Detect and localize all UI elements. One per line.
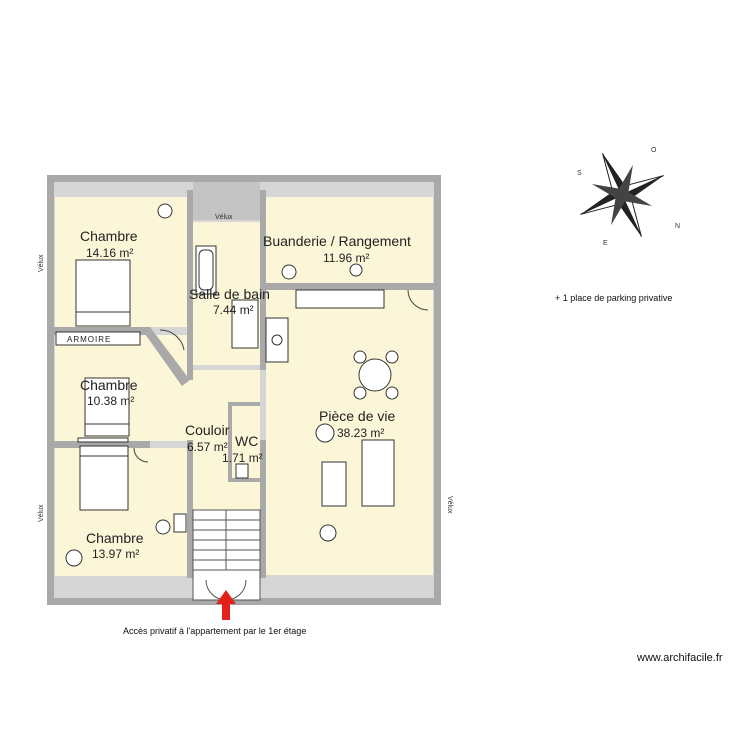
floor-vie: [266, 290, 433, 575]
staircase: [192, 509, 261, 601]
bottom-wall-left: [54, 578, 192, 598]
interior-walls: [54, 190, 434, 578]
room-name-buanderie: Buanderie / Rangement: [263, 233, 411, 249]
room-name-chambre2: Chambre: [80, 377, 138, 393]
bathtub-icon: [195, 245, 217, 295]
diagonal-wall: [140, 327, 190, 386]
bed-icon: [75, 259, 131, 443]
room-name-vie: Pièce de vie: [319, 408, 395, 424]
compass-w: E: [603, 240, 608, 247]
website-link[interactable]: www.archifacile.fr: [637, 652, 723, 664]
room-name-couloir: Couloir: [185, 422, 230, 438]
velux-label-right: Vélux: [446, 496, 453, 514]
room-area-chambre3: 13.97 m²: [92, 547, 139, 561]
room-name-chambre1: Chambre: [80, 228, 138, 244]
light-marker-icon: [65, 203, 363, 567]
compass-n: O: [651, 147, 657, 154]
room-name-sdb: Salle de bain: [189, 286, 270, 302]
compass-e: N: [675, 223, 680, 230]
bed-icon: [84, 377, 130, 437]
room-area-wc: 1.71 m²: [222, 451, 263, 465]
velux-label-top: Vélux: [215, 214, 233, 221]
entrance-arrow-icon: [216, 590, 236, 620]
room-name-chambre3: Chambre: [86, 530, 144, 546]
dining-table-icon: [353, 350, 399, 400]
velux-top-shaft: [193, 182, 260, 220]
compass-s: S: [577, 170, 582, 177]
floors: [55, 197, 433, 576]
room-area-buanderie: 11.96 m²: [323, 251, 369, 265]
sink-icon: [231, 299, 259, 349]
room-area-couloir: 6.57 m²: [187, 440, 228, 454]
room-name-wc: WC: [235, 433, 258, 449]
velux-label-left-bottom: Vélux: [38, 504, 45, 522]
toilet-icon: [235, 463, 249, 479]
door-swings: [133, 289, 429, 463]
access-note: Accès privatif à l'appartement par le 1e…: [123, 626, 307, 636]
compass-rose-icon: [580, 153, 664, 237]
desk-icon: [173, 513, 187, 533]
parking-note: + 1 place de parking privative: [555, 293, 673, 303]
bed-icon: [79, 445, 129, 511]
kitchen-counter: [265, 289, 395, 507]
room-area-chambre2: 10.38 m²: [87, 394, 134, 408]
room-area-vie: 38.23 m²: [337, 426, 384, 440]
velux-label-left-top: Vélux: [38, 254, 45, 272]
room-area-chambre1: 14.16 m²: [86, 246, 133, 260]
armoire-label: ARMOIRE: [67, 335, 111, 344]
room-area-sdb: 7.44 m²: [213, 303, 254, 317]
bottom-wall-right: [262, 578, 434, 598]
wardrobe: [55, 331, 141, 346]
